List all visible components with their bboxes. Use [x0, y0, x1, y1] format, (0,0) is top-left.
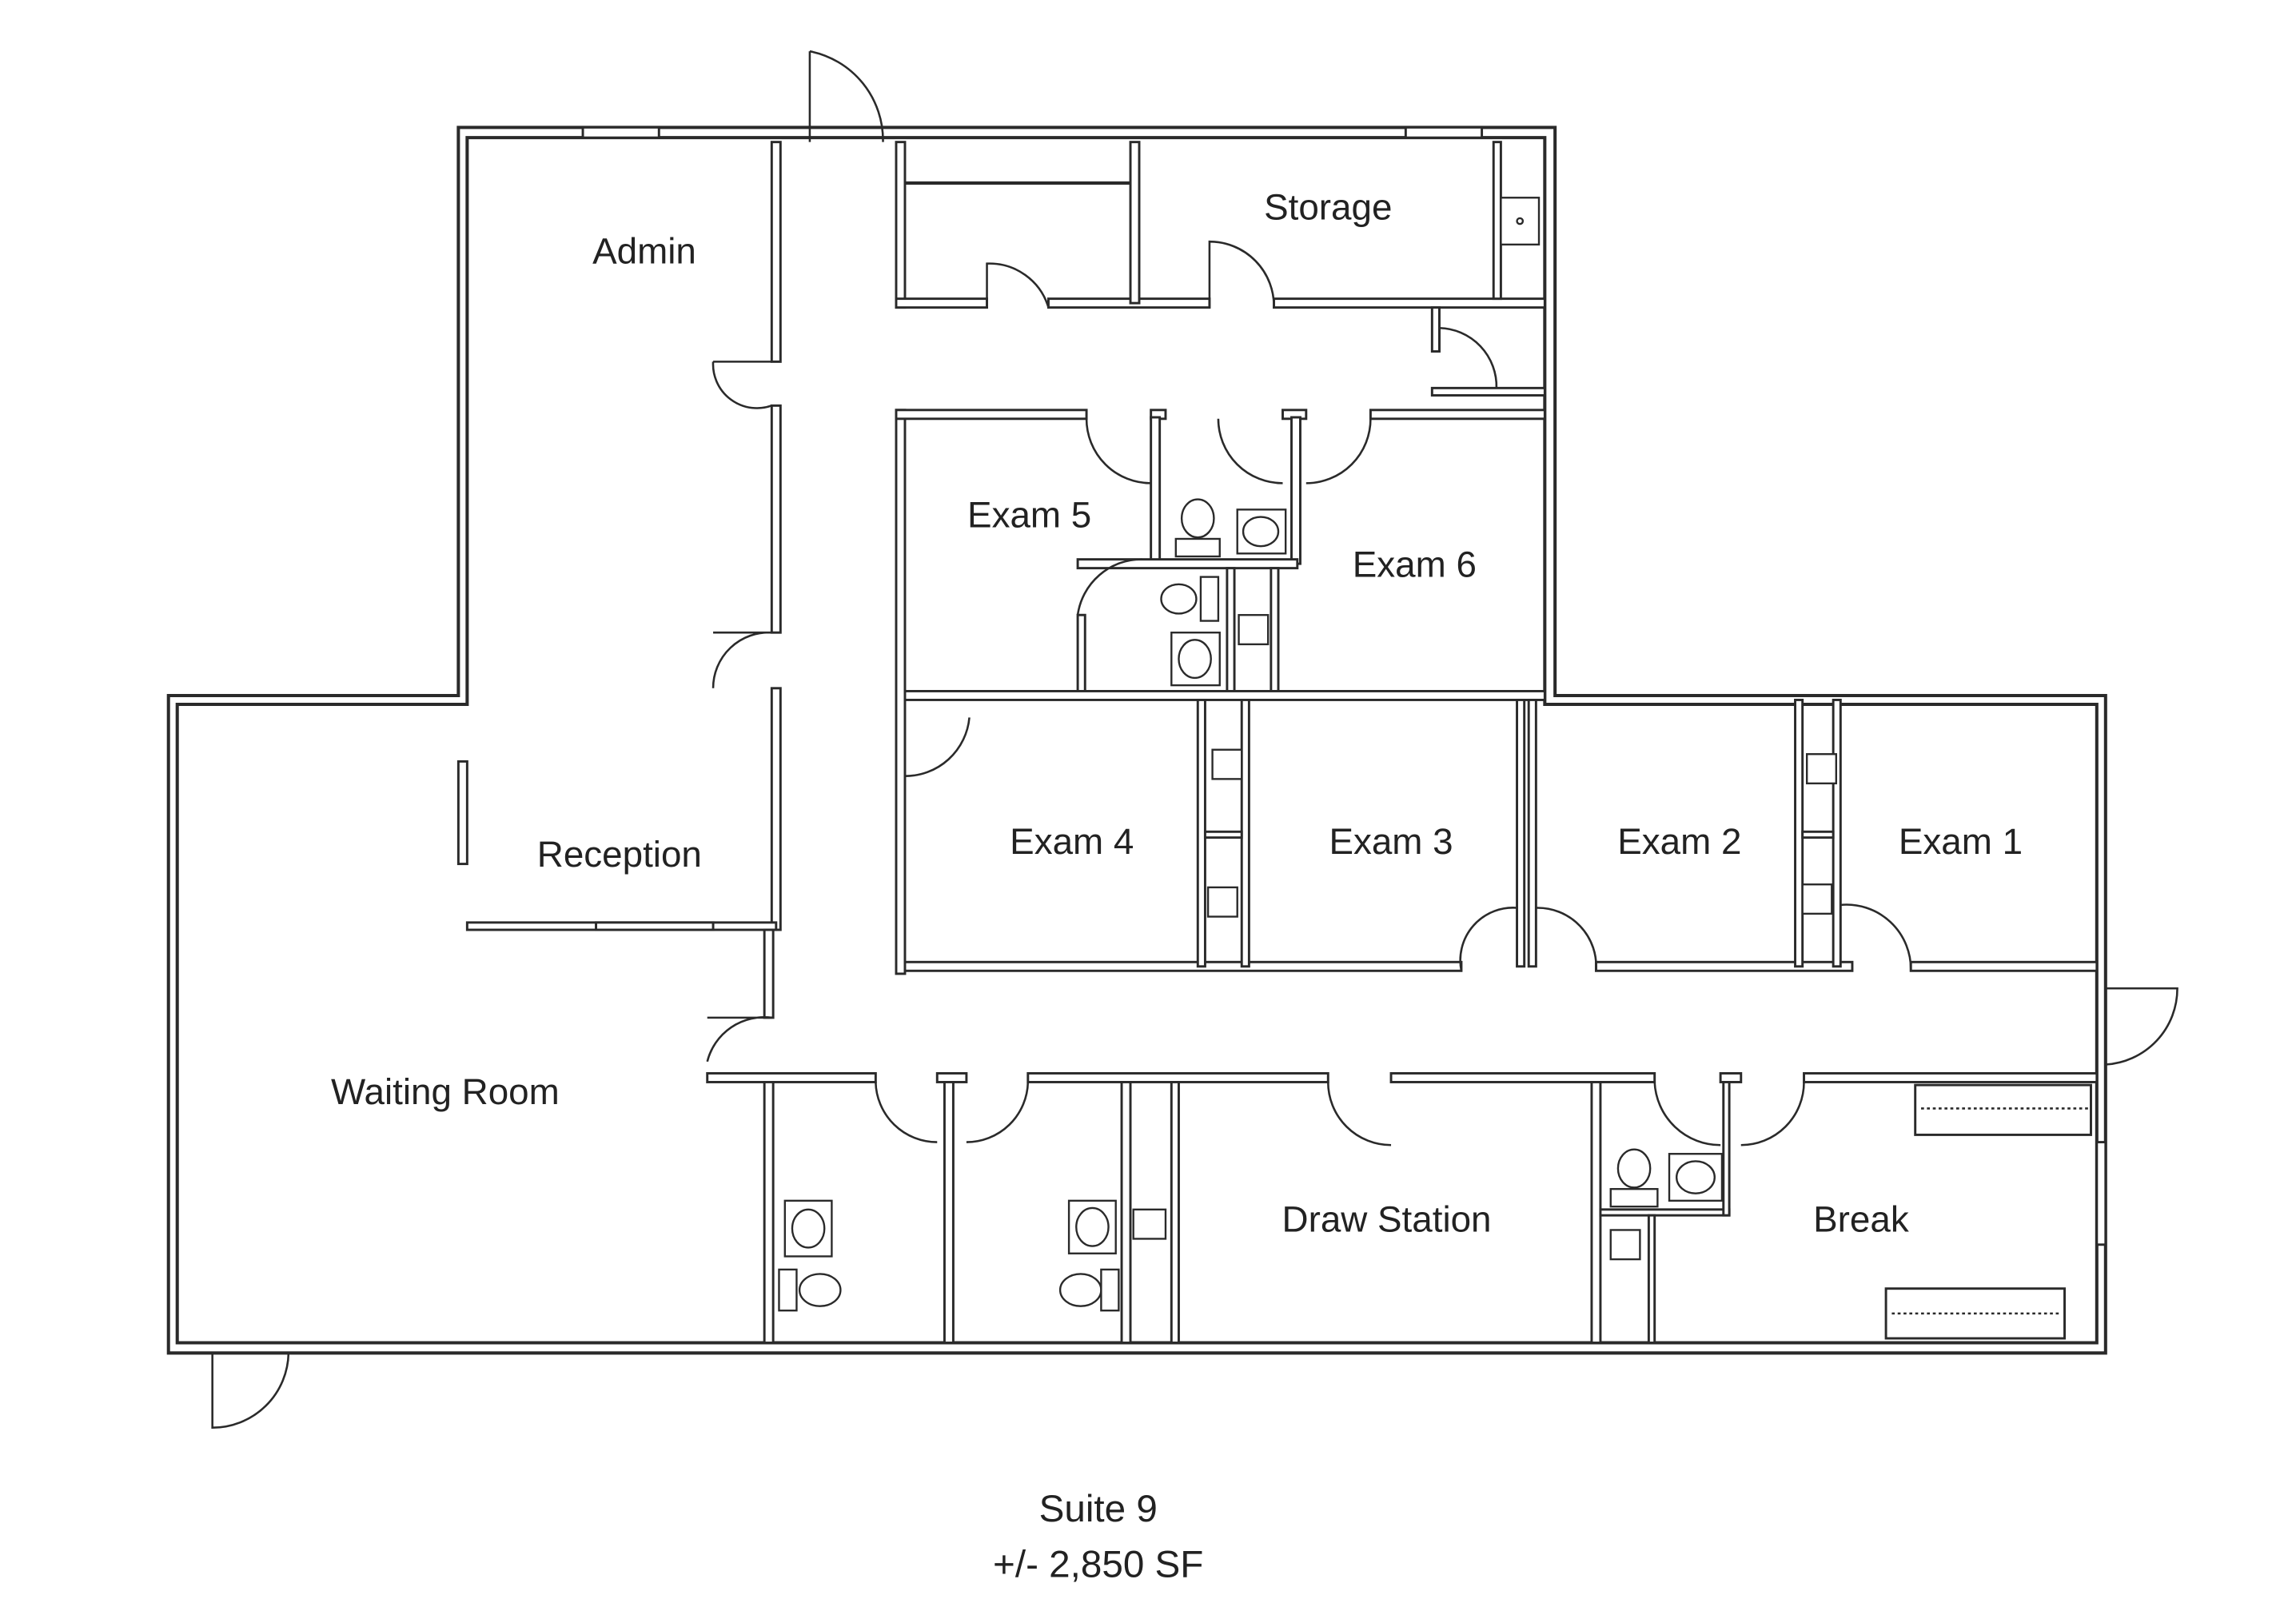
- room-label-admin: Admin: [592, 231, 696, 272]
- toilet-icon: [798, 1273, 842, 1307]
- sink-icon: [1238, 614, 1270, 646]
- room-label-waiting-room: Waiting Room: [331, 1071, 560, 1112]
- room-labels: Admin Storage Exam 5 Exam 6 Exam 4 Exam …: [331, 187, 2023, 1240]
- toilet-icon: [1160, 583, 1198, 615]
- room-label-exam4: Exam 4: [1010, 821, 1134, 862]
- room-label-reception: Reception: [537, 834, 702, 875]
- room-label-break: Break: [1813, 1198, 1909, 1239]
- toilet-icon: [1058, 1273, 1102, 1307]
- toilet-icon: [1616, 1148, 1652, 1189]
- room-label-draw-station: Draw Station: [1282, 1198, 1492, 1239]
- room-label-exam2: Exam 2: [1617, 821, 1741, 862]
- sink-icon: [1805, 753, 1837, 785]
- room-label-exam3: Exam 3: [1329, 821, 1453, 862]
- room-label-storage: Storage: [1264, 187, 1392, 228]
- doors: [211, 50, 2178, 1429]
- suite-title: Suite 9: [1039, 1488, 1158, 1530]
- sink-icon: [1801, 883, 1833, 915]
- sink-icon: [1211, 748, 1243, 780]
- room-label-exam5: Exam 5: [967, 494, 1091, 535]
- room-label-exam6: Exam 6: [1353, 544, 1477, 585]
- walls: [166, 126, 2107, 1355]
- sink-icon: [1206, 886, 1238, 918]
- sink-icon: [1132, 1208, 1167, 1240]
- sink-icon: [1609, 1229, 1641, 1261]
- room-label-exam1: Exam 1: [1899, 821, 2023, 862]
- suite-area: +/- 2,850 SF: [993, 1544, 1203, 1586]
- fixtures: [778, 197, 1837, 1312]
- toilet-icon: [1180, 498, 1215, 539]
